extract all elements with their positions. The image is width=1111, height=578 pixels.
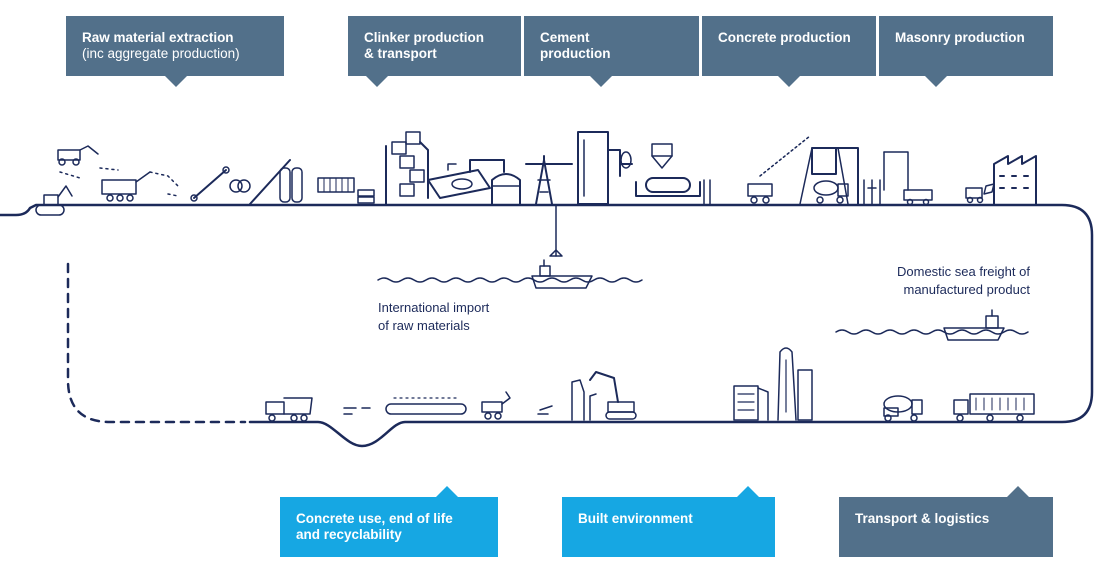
callout-title: Masonry production [895,30,1025,45]
tower-icon [883,151,909,191]
callout-title: Cement [540,30,590,45]
crusher-icon [101,171,151,202]
callout-title: Raw material extraction [82,30,234,45]
building-icon [733,385,769,421]
dumper-icon [57,145,99,166]
callout-title: Concrete production [718,30,851,45]
concrete-plant-icon [759,135,859,205]
ball-mill-icon [645,177,711,205]
callout-title-line2: production [540,46,611,61]
water-line [835,329,1029,335]
storage-dome-icon [491,173,521,205]
skyscraper-icon [777,347,813,421]
fence [863,179,881,205]
dotted-flow [59,167,119,179]
callout-transport-logistics: Transport & logistics [839,486,1053,557]
callout-title: Built environment [578,511,693,526]
mixer-truck-icon [883,395,923,422]
recycling-conveyor-icon [385,397,467,415]
label-line-2: of raw materials [378,318,470,333]
crane-icon [525,155,573,257]
process-flow-line [0,203,1094,448]
conveyor-icon [190,159,291,205]
kiln-icon [427,163,491,199]
cement-mill-icon [577,131,701,205]
label-line-1: Domestic sea freight of [897,264,1030,279]
callout-title-line2: & transport [364,46,437,61]
truck-icon [747,183,773,204]
block-icon [357,196,375,204]
callout-masonry-production: Masonry production [879,16,1053,87]
callout-title: Transport & logistics [855,511,990,526]
container-icon [317,177,355,193]
excavator-icon [35,185,73,216]
silo-icon [279,167,303,203]
demolished-building-icon [537,379,597,421]
callout-title-line2: and recyclability [296,527,402,542]
label-line-1: International import [378,300,490,315]
callout-built-environment: Built environment [562,486,775,557]
callout-subtitle: (inc aggregate production) [82,46,240,61]
callout-title: Concrete use, end of life [296,511,453,526]
mixer-truck-icon [813,180,849,204]
demolition-excavator-icon [589,371,637,420]
dotted-flow [149,171,181,197]
hopper-icon [651,143,673,169]
trailer-truck-icon [903,189,933,206]
label-international-import: International import of raw materials [378,299,489,335]
factory-icon [983,155,1037,205]
lorry-icon [953,393,1035,422]
label-line-2: manufactured product [903,282,1030,297]
callout-concrete-use: Concrete use, end of life and recyclabil… [280,486,498,557]
label-domestic-sea-freight: Domestic sea freight of manufactured pro… [897,263,1030,299]
process-flow-dashed [66,262,247,424]
callout-cement-production: Cement production [524,16,699,87]
water-line [377,277,643,283]
preheater-tower-icon [385,131,429,205]
callout-clinker-production: Clinker production & transport [348,16,521,87]
callout-raw-material-extraction: Raw material extraction (inc aggregate p… [66,16,284,87]
pipe [469,159,505,173]
ship-icon [531,259,593,289]
block-icon [357,189,375,197]
forklift-icon [965,187,984,204]
dump-truck-icon [265,397,313,422]
loader-icon [481,391,511,420]
callout-title: Clinker production [364,30,485,45]
dotted-flow [343,407,371,415]
ship-icon [943,309,1005,341]
callout-concrete-production: Concrete production [702,16,876,87]
